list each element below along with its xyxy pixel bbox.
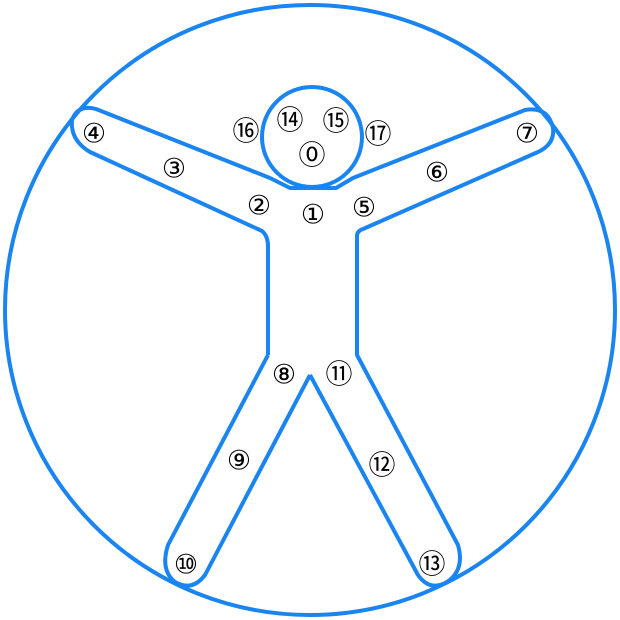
keypoint-10: ⑩ xyxy=(174,550,198,581)
keypoint-6: ⑥ xyxy=(425,158,449,189)
keypoint-15: ⑮ xyxy=(323,107,350,138)
outer-circle xyxy=(3,3,617,617)
keypoint-17: ⑰ xyxy=(365,120,392,151)
keypoint-7: ⑦ xyxy=(515,119,539,150)
keypoint-3: ③ xyxy=(162,154,186,185)
keypoint-1: ① xyxy=(301,200,325,231)
keypoint-9: ⑨ xyxy=(227,446,251,477)
keypoint-13: ⑬ xyxy=(419,550,446,581)
keypoint-5: ⑤ xyxy=(352,193,376,224)
keypoint-8: ⑧ xyxy=(272,360,296,391)
left-leg-outline xyxy=(163,354,312,588)
keypoint-0: ⓪ xyxy=(299,141,326,172)
torso-arms-outline xyxy=(69,105,556,355)
keypoint-11: ⑪ xyxy=(326,360,353,391)
right-leg-outline xyxy=(308,246,462,588)
keypoint-14: ⑭ xyxy=(277,106,304,137)
keypoint-12: ⑫ xyxy=(369,451,396,482)
keypoint-4: ④ xyxy=(82,119,106,150)
keypoint-16: ⑯ xyxy=(233,117,260,148)
keypoint-2: ② xyxy=(247,191,271,222)
